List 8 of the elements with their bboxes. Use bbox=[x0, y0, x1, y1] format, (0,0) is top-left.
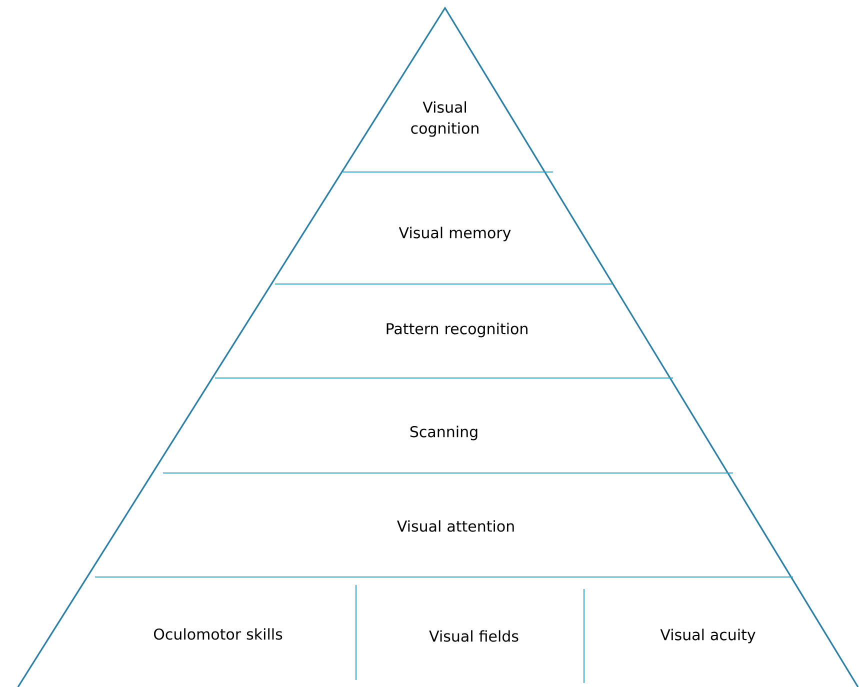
level-label: Oculomotor skills bbox=[154, 628, 282, 640]
level-label: Pattern recognition bbox=[386, 322, 528, 338]
level-label: Visual attention bbox=[397, 520, 514, 532]
level-label: Visual memory bbox=[398, 226, 511, 242]
level-label: Scanning bbox=[410, 426, 478, 440]
level-label: Visual cognition bbox=[411, 101, 478, 137]
level-label: Visual fields bbox=[429, 630, 518, 642]
level-label: Visual acuity bbox=[660, 628, 756, 644]
